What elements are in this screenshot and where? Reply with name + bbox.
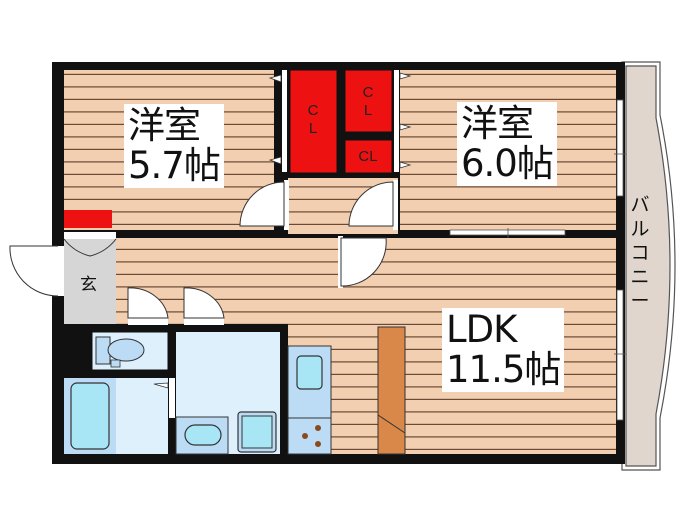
front-door	[9, 245, 64, 297]
entrance-label: 玄	[80, 275, 97, 295]
window-ldk	[616, 289, 624, 421]
door-toilet	[127, 287, 169, 325]
door-western-1	[239, 180, 289, 230]
balcony-label: バ ル コ ニ ー	[630, 194, 650, 312]
door-ldk	[338, 236, 387, 288]
room-size: 6.0帖	[461, 141, 554, 185]
stove-icon	[302, 425, 321, 447]
door-western-2	[348, 180, 398, 230]
closet-2	[344, 69, 393, 133]
room-name: 洋室	[461, 102, 534, 145]
closet-3	[344, 139, 393, 174]
room-name: LDK	[446, 308, 517, 351]
kitchen-sink	[296, 355, 323, 390]
window-western-2	[616, 99, 624, 197]
closet-entrance	[64, 210, 112, 228]
room-size: 11.5帖	[446, 347, 561, 391]
western-room-1-label: 洋室 5.7帖	[124, 104, 224, 188]
room-name: 洋室	[128, 104, 201, 147]
room-size: 5.7帖	[128, 143, 221, 187]
kitchen-island	[377, 326, 406, 455]
balcony-area	[621, 61, 676, 471]
ldk-label: LDK 11.5帖	[442, 308, 565, 392]
western-room-2-label: 洋室 6.0帖	[457, 102, 557, 186]
closet-3-label: CL	[358, 148, 378, 165]
closet-2-label: C L	[362, 84, 374, 119]
closet-1-label: C L	[307, 102, 319, 137]
closet-1	[289, 69, 338, 174]
door-washroom	[183, 287, 225, 325]
bathtub	[70, 382, 110, 450]
